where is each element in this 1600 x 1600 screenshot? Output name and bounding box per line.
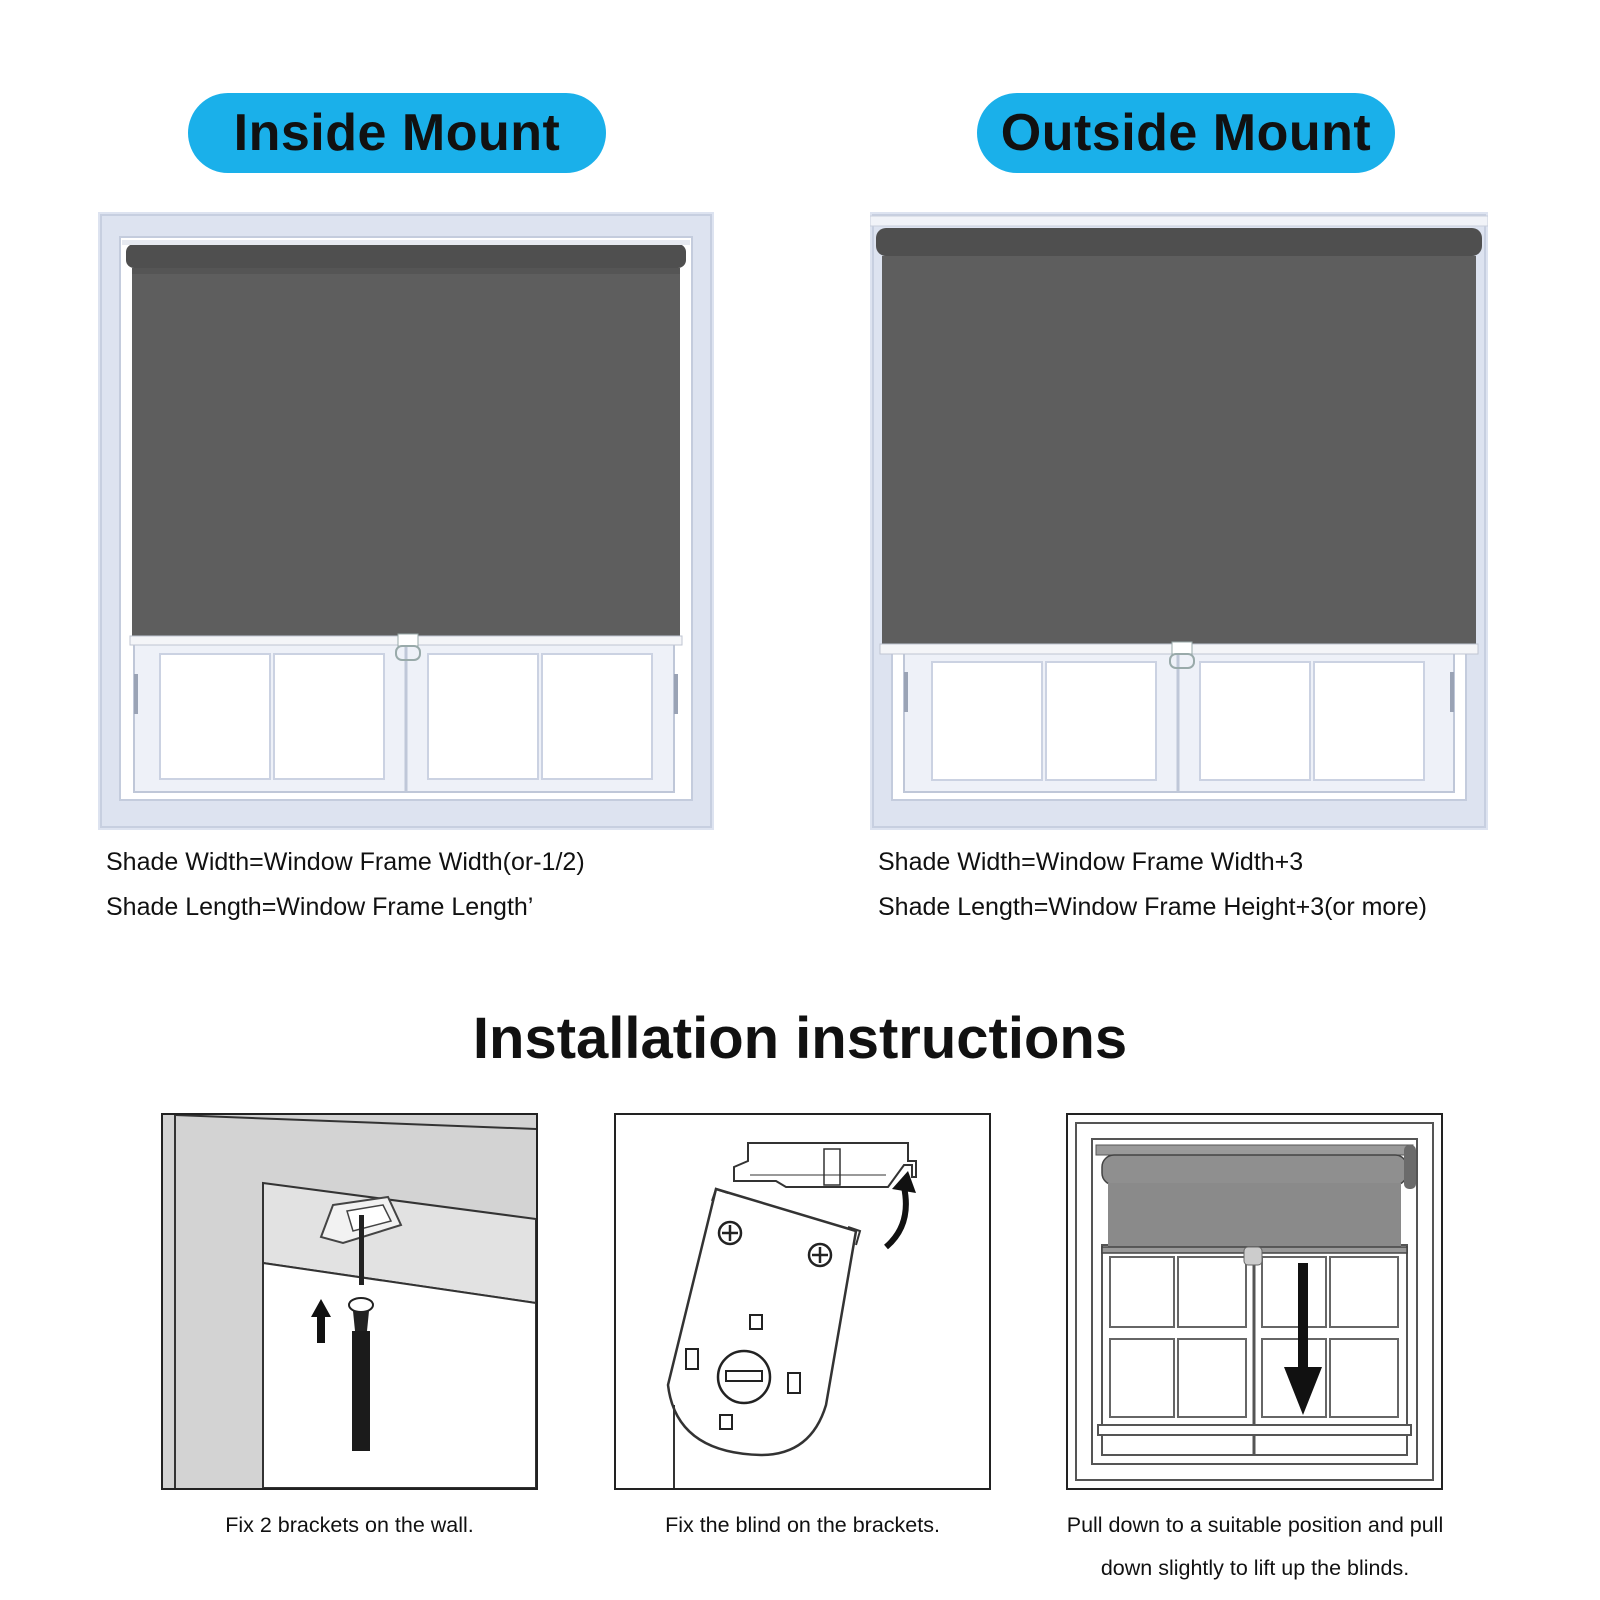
inside-mount-label-text: Inside Mount — [233, 104, 561, 162]
outside-length-formula: Shade Length=Window Frame Height+3(or mo… — [878, 893, 1427, 921]
arrow-down-icon — [1284, 1263, 1322, 1415]
outside-mount-window — [870, 212, 1488, 830]
arrow-up-icon — [311, 1299, 331, 1343]
outside-mount-label-text: Outside Mount — [1000, 104, 1372, 162]
outside-width-formula: Shade Width=Window Frame Width+3 — [878, 848, 1304, 876]
step-3-panel — [1066, 1113, 1443, 1490]
inside-mount-label: Inside Mount — [188, 93, 606, 173]
instructions-title: Installation instructions — [472, 1006, 1128, 1071]
inside-width-formula: Shade Width=Window Frame Width(or-1/2) — [106, 848, 585, 876]
curved-arrow-icon — [883, 1171, 916, 1250]
outside-mount-label: Outside Mount — [977, 93, 1395, 173]
step-3-text-line2: down slightly to lift up the blinds. — [1100, 1556, 1410, 1580]
step-2-panel — [614, 1113, 991, 1490]
step-3-text-line1: Pull down to a suitable position and pul… — [1066, 1513, 1444, 1537]
step-2-text: Fix the blind on the brackets. — [665, 1513, 940, 1537]
inside-length-formula: Shade Length=Window Frame Length’ — [106, 893, 534, 921]
step-1-text: Fix 2 brackets on the wall. — [225, 1513, 474, 1537]
bracket-icon — [733, 1142, 917, 1188]
step-1-panel — [161, 1113, 538, 1490]
screwdriver-icon — [348, 1215, 374, 1451]
inside-mount-window — [98, 212, 714, 830]
